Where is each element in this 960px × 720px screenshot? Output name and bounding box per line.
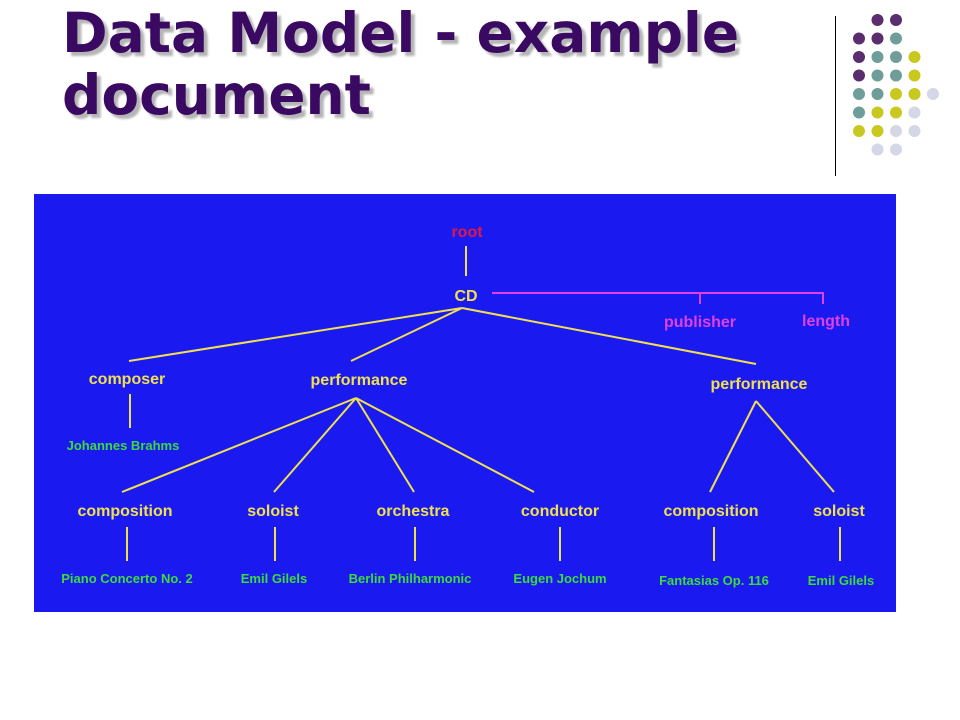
decorative-dot xyxy=(871,143,884,156)
decorative-dot xyxy=(890,88,902,100)
decorative-dot xyxy=(908,51,921,63)
attribute-bracket xyxy=(492,292,824,304)
node-orchestra: orchestra xyxy=(377,503,450,520)
slide-title: Data Model - example document xyxy=(62,1,740,127)
attribute-length: length xyxy=(802,313,850,330)
decorative-dot xyxy=(871,88,884,100)
decorative-dot xyxy=(908,69,921,82)
decorative-dot xyxy=(853,32,865,45)
tree-edges xyxy=(121,307,841,561)
node-cd: CD xyxy=(454,288,477,305)
decorative-dot xyxy=(908,88,921,100)
decorative-dot xyxy=(853,51,865,63)
node-soloist: soloist xyxy=(813,503,865,520)
node-root: root xyxy=(451,224,483,241)
attribute-publisher: publisher xyxy=(664,314,736,331)
node-soloist: soloist xyxy=(247,503,299,520)
decorative-dot xyxy=(927,88,939,100)
value-soloist: Emil Gilels xyxy=(241,571,307,586)
node-conductor: conductor xyxy=(521,503,599,520)
node-composer: composer xyxy=(89,371,165,388)
decorative-dot xyxy=(890,143,902,156)
decorative-dot xyxy=(890,14,902,26)
value-composer: Johannes Brahms xyxy=(67,438,180,453)
node-composition: composition xyxy=(663,503,758,520)
node-performance: performance xyxy=(311,372,408,389)
decorative-dot xyxy=(871,51,884,63)
decorative-dot xyxy=(890,125,902,137)
value-orchestra: Berlin Philharmonic xyxy=(349,571,472,586)
decorative-dot xyxy=(853,88,865,100)
decorative-divider xyxy=(835,16,836,176)
decorative-dot xyxy=(890,106,902,119)
decorative-dot xyxy=(890,69,902,82)
node-performance: performance xyxy=(711,376,808,393)
decorative-dot xyxy=(871,106,884,119)
node-composition: composition xyxy=(77,503,172,520)
decorative-dot xyxy=(853,125,865,137)
value-conductor: Eugen Jochum xyxy=(513,571,606,586)
decorative-dot xyxy=(871,69,884,82)
decorative-dot xyxy=(871,125,884,137)
tree-diagram: root CD publisher length composer perfor… xyxy=(34,194,896,612)
decorative-dot xyxy=(890,51,902,63)
decorative-dot xyxy=(871,32,884,45)
decorative-dot xyxy=(853,69,865,82)
decorative-dot xyxy=(853,106,865,119)
value-composition: Fantasias Op. 116 xyxy=(659,573,769,588)
decorative-dot xyxy=(908,106,921,119)
value-soloist: Emil Gilels xyxy=(808,573,874,588)
decorative-dot xyxy=(871,14,884,26)
decorative-dot xyxy=(890,32,902,45)
value-composition: Piano Concerto No. 2 xyxy=(61,571,192,586)
decorative-dot xyxy=(908,125,921,137)
